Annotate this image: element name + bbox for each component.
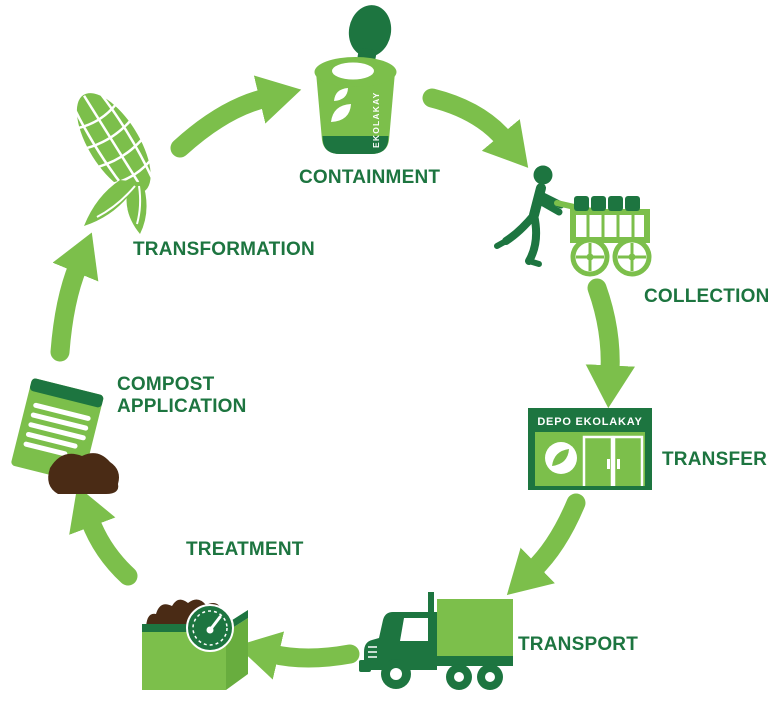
stage-label-transfer: TRANSFER xyxy=(662,449,768,470)
worker-cart-icon xyxy=(494,165,652,277)
cart-containers xyxy=(574,196,640,211)
stage-label-treatment: TREATMENT xyxy=(186,539,304,560)
toilet-icon: EKOLAKAY xyxy=(314,5,397,154)
corn-husk-leaf-left xyxy=(84,180,138,226)
toilet-leaf-large xyxy=(331,104,351,122)
compost-bag-icon xyxy=(11,378,120,494)
depot-icon: DEPO EKOLAKAY xyxy=(528,408,652,490)
corn-leaf-vein-right xyxy=(136,185,142,225)
truck-chassis xyxy=(437,656,513,666)
toilet-brand-text: EKOLAKAY xyxy=(371,91,381,148)
depot-door-handle-left xyxy=(607,459,610,469)
depot-sign-band xyxy=(528,408,652,432)
arrow-containment-to-collection xyxy=(422,88,529,168)
toilet-bucket-base xyxy=(322,136,389,154)
stage-label-transport: TRANSPORT xyxy=(518,634,639,655)
toilet-seat-hole xyxy=(332,62,374,80)
corn-icon xyxy=(73,92,154,234)
corn-leaf-vein-left xyxy=(96,185,136,218)
soil-pile xyxy=(48,453,120,494)
truck-bumper xyxy=(359,660,371,672)
truck-windshield xyxy=(400,618,428,641)
depot-pillar-left xyxy=(528,432,535,488)
truck-cargo-box xyxy=(437,599,513,661)
worker-head xyxy=(533,165,553,185)
depot-sign-text: DEPO EKOLAKAY xyxy=(537,416,642,428)
depot-door-handle-right xyxy=(617,459,620,469)
arrow-collection-to-transfer xyxy=(585,278,635,409)
toilet-leaf-small xyxy=(334,88,348,101)
truck-wheels xyxy=(381,659,503,690)
box-front-rim xyxy=(142,624,226,632)
stage-label-collection: COLLECTION xyxy=(644,286,768,307)
depot-base xyxy=(528,486,652,490)
stage-label-transformation: TRANSFORMATION xyxy=(133,239,315,260)
cycle-arrows xyxy=(50,75,635,680)
stage-label-containment: CONTAINMENT xyxy=(299,167,441,188)
worker-body xyxy=(494,183,565,267)
compost-box-icon xyxy=(142,599,248,690)
arrow-transport-to-treatment xyxy=(236,631,360,680)
arrow-compost-application-to-transformation xyxy=(50,232,99,362)
stage-label-compost-application: COMPOST APPLICATION xyxy=(117,374,247,418)
cart-wheels xyxy=(570,237,652,277)
toilet-lid xyxy=(348,5,392,57)
depot-pillar-right xyxy=(645,432,652,488)
arrow-treatment-to-compost-application xyxy=(69,486,138,586)
compost-gauge-badge xyxy=(186,604,234,652)
truck-exhaust xyxy=(428,592,434,614)
bag-label-stripes xyxy=(23,402,91,457)
bag-top-fold xyxy=(30,378,104,408)
truck-icon xyxy=(359,592,513,690)
truck-grill xyxy=(368,646,377,658)
arrow-transfer-to-transport xyxy=(506,493,586,596)
depot-logo-leaf xyxy=(552,449,569,466)
arrow-transformation-to-containment xyxy=(170,75,302,158)
toilet-bucket-body xyxy=(316,72,395,154)
corn-husk-leaf-right xyxy=(126,180,147,234)
